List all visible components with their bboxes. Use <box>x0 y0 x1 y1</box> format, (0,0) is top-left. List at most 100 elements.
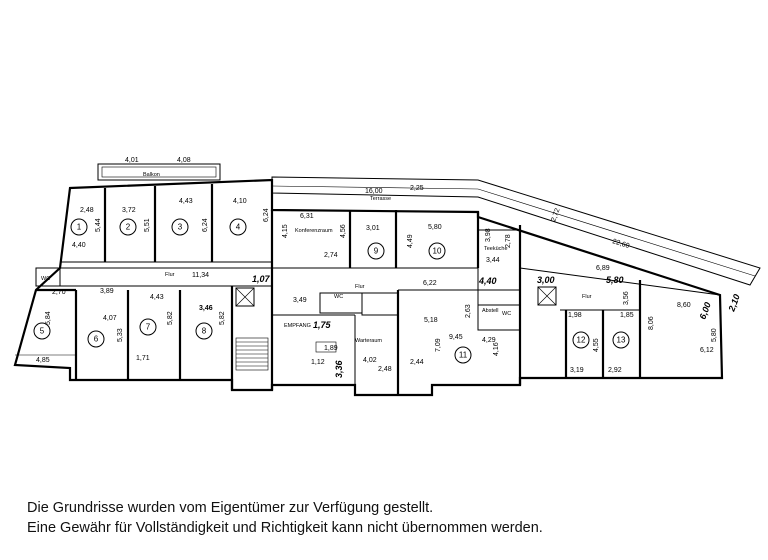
note-label: 3,36 <box>334 359 344 378</box>
note-label: 5,80 <box>606 275 624 285</box>
dim-label: 4,08 <box>177 157 191 164</box>
dim-label: 8,60 <box>677 302 691 309</box>
konferenzraum-label: Konferenzraum <box>295 228 333 234</box>
dim-label: 6,24 <box>202 218 209 232</box>
balkon-label: Balkon <box>143 172 160 178</box>
room-number: 5 <box>40 327 45 336</box>
dim-label: 3,98 <box>485 228 492 242</box>
room-11-block: 6,22 5,18 2,63 7,09 9,45 4,29 4,16 2,44 … <box>398 268 522 385</box>
room-number: 10 <box>433 247 442 256</box>
dim-label: 16,00 <box>365 188 383 195</box>
dim-label: 3,01 <box>366 225 380 232</box>
dim-label: 4,10 <box>233 198 247 205</box>
dim-label: 2,74 <box>324 252 338 259</box>
dim-label: 1,89 <box>324 345 338 352</box>
note-label: 6,00 <box>697 301 712 321</box>
dim-label: 6,89 <box>596 265 610 272</box>
disclaimer-line-2: Eine Gewähr für Vollständigkeit und Rich… <box>27 520 543 536</box>
dim-label: 2,70 <box>52 289 66 296</box>
dim-label: 3,44 <box>486 257 500 264</box>
teekueche-label: Teeküche <box>484 246 508 252</box>
empfang-label: EMPFANG <box>284 323 311 329</box>
room-number: 12 <box>577 336 586 345</box>
dim-label: 4,40 <box>72 242 86 249</box>
dim-label: 6,31 <box>300 213 314 220</box>
dim-label: 6,24 <box>263 208 270 222</box>
dim-label: 2,63 <box>465 304 472 318</box>
dim-label: 5,80 <box>711 328 718 342</box>
dim-label: 2,48 <box>378 366 392 373</box>
dim-label: 3,19 <box>570 367 584 374</box>
dim-label: 3,72 <box>122 207 136 214</box>
dim-label: 3,46 <box>199 305 213 312</box>
note-label: 2,10 <box>726 293 742 314</box>
wc-label: WC <box>334 294 343 300</box>
dim-label: 11,34 <box>192 272 209 279</box>
dim-label: 5,82 <box>167 311 174 325</box>
room-number: 9 <box>374 247 379 256</box>
dim-label: 6,22 <box>423 280 437 287</box>
dim-label: 2,92 <box>608 367 622 374</box>
dim-label: 4,43 <box>150 294 164 301</box>
dim-label: 5,80 <box>428 224 442 231</box>
corridor-left: Flur 11,34 3,89 2,70 WC <box>35 267 272 296</box>
dim-label: 5,33 <box>117 328 124 342</box>
wc-label: WC <box>41 276 50 282</box>
dim-label: 22,60 <box>611 238 630 250</box>
flur-label: Flur <box>165 272 175 278</box>
dim-label: 2,25 <box>410 185 424 192</box>
room-number: 4 <box>236 223 241 232</box>
warteraum-label: Warteraum <box>355 338 382 344</box>
dim-label: 4,55 <box>593 338 600 352</box>
room-number: 3 <box>178 223 183 232</box>
dim-label: 4,29 <box>482 337 496 344</box>
disclaimer: Die Grundrisse wurden vom Eigentümer zur… <box>27 498 747 538</box>
dim-label: 1,98 <box>568 312 582 319</box>
dim-label: 4,01 <box>125 157 139 164</box>
room-number: 7 <box>146 323 151 332</box>
flur-label: Flur <box>582 294 592 300</box>
room-number: 11 <box>459 351 468 360</box>
dim-label: 4,43 <box>179 198 193 205</box>
dim-label: 4,56 <box>340 224 347 238</box>
dim-label: 3,89 <box>100 288 114 295</box>
terrasse-label: Terrasse <box>370 196 391 202</box>
dim-label: 2,72 <box>550 207 561 222</box>
room-number: 2 <box>126 223 131 232</box>
dim-label: 4,85 <box>36 357 50 364</box>
dim-label: 5,82 <box>219 311 226 325</box>
dim-label: 3,49 <box>293 297 307 304</box>
dim-label: 4,16 <box>493 342 500 356</box>
dim-label: 8,06 <box>648 316 655 330</box>
dim-label: 2,44 <box>410 359 424 366</box>
dim-label: 1,71 <box>136 355 150 362</box>
dim-label: 6,12 <box>700 347 714 354</box>
dim-label: 4,02 <box>363 357 377 364</box>
abstell-label: Abstell <box>482 308 499 314</box>
dim-label: 4,15 <box>282 224 289 238</box>
dim-label: 4,07 <box>103 315 117 322</box>
note-label: 1,07 <box>252 274 271 284</box>
note-label: 1,75 <box>313 320 332 330</box>
central-top: 6,31 Konferenzraum 4,15 4,56 3,01 5,80 4… <box>270 210 480 390</box>
stairwell-left <box>235 287 269 371</box>
dim-label: 3,56 <box>623 291 630 305</box>
room-number: 1 <box>77 223 82 232</box>
room-number: 13 <box>617 336 626 345</box>
right-wing: Flur 6,89 3,56 8,60 8,06 6,12 1,98 1,85 … <box>519 265 721 378</box>
room-number: 6 <box>94 335 99 344</box>
balcony: Balkon 4,01 4,08 <box>97 157 221 181</box>
disclaimer-line-1: Die Grundrisse wurden vom Eigentümer zur… <box>27 500 434 516</box>
dim-label: 5,44 <box>95 218 102 232</box>
dim-label: 2,78 <box>505 234 512 248</box>
note-label: 4,40 <box>478 276 497 286</box>
dim-label: 5,84 <box>45 311 52 325</box>
teekueche: Teeküche 3,98 2,78 3,44 <box>478 225 522 268</box>
note-label: 3,00 <box>537 275 555 285</box>
room-number: 8 <box>202 327 207 336</box>
central-middle: 3,49 WC Flur EMPFANG 1,89 1,12 Warteraum… <box>272 284 400 395</box>
left-wing-top: 2,48 3,72 4,43 4,10 5,44 5,51 6,24 6,24 … <box>60 184 272 269</box>
dim-label: 5,51 <box>144 218 151 232</box>
dim-label: 5,18 <box>424 317 438 324</box>
